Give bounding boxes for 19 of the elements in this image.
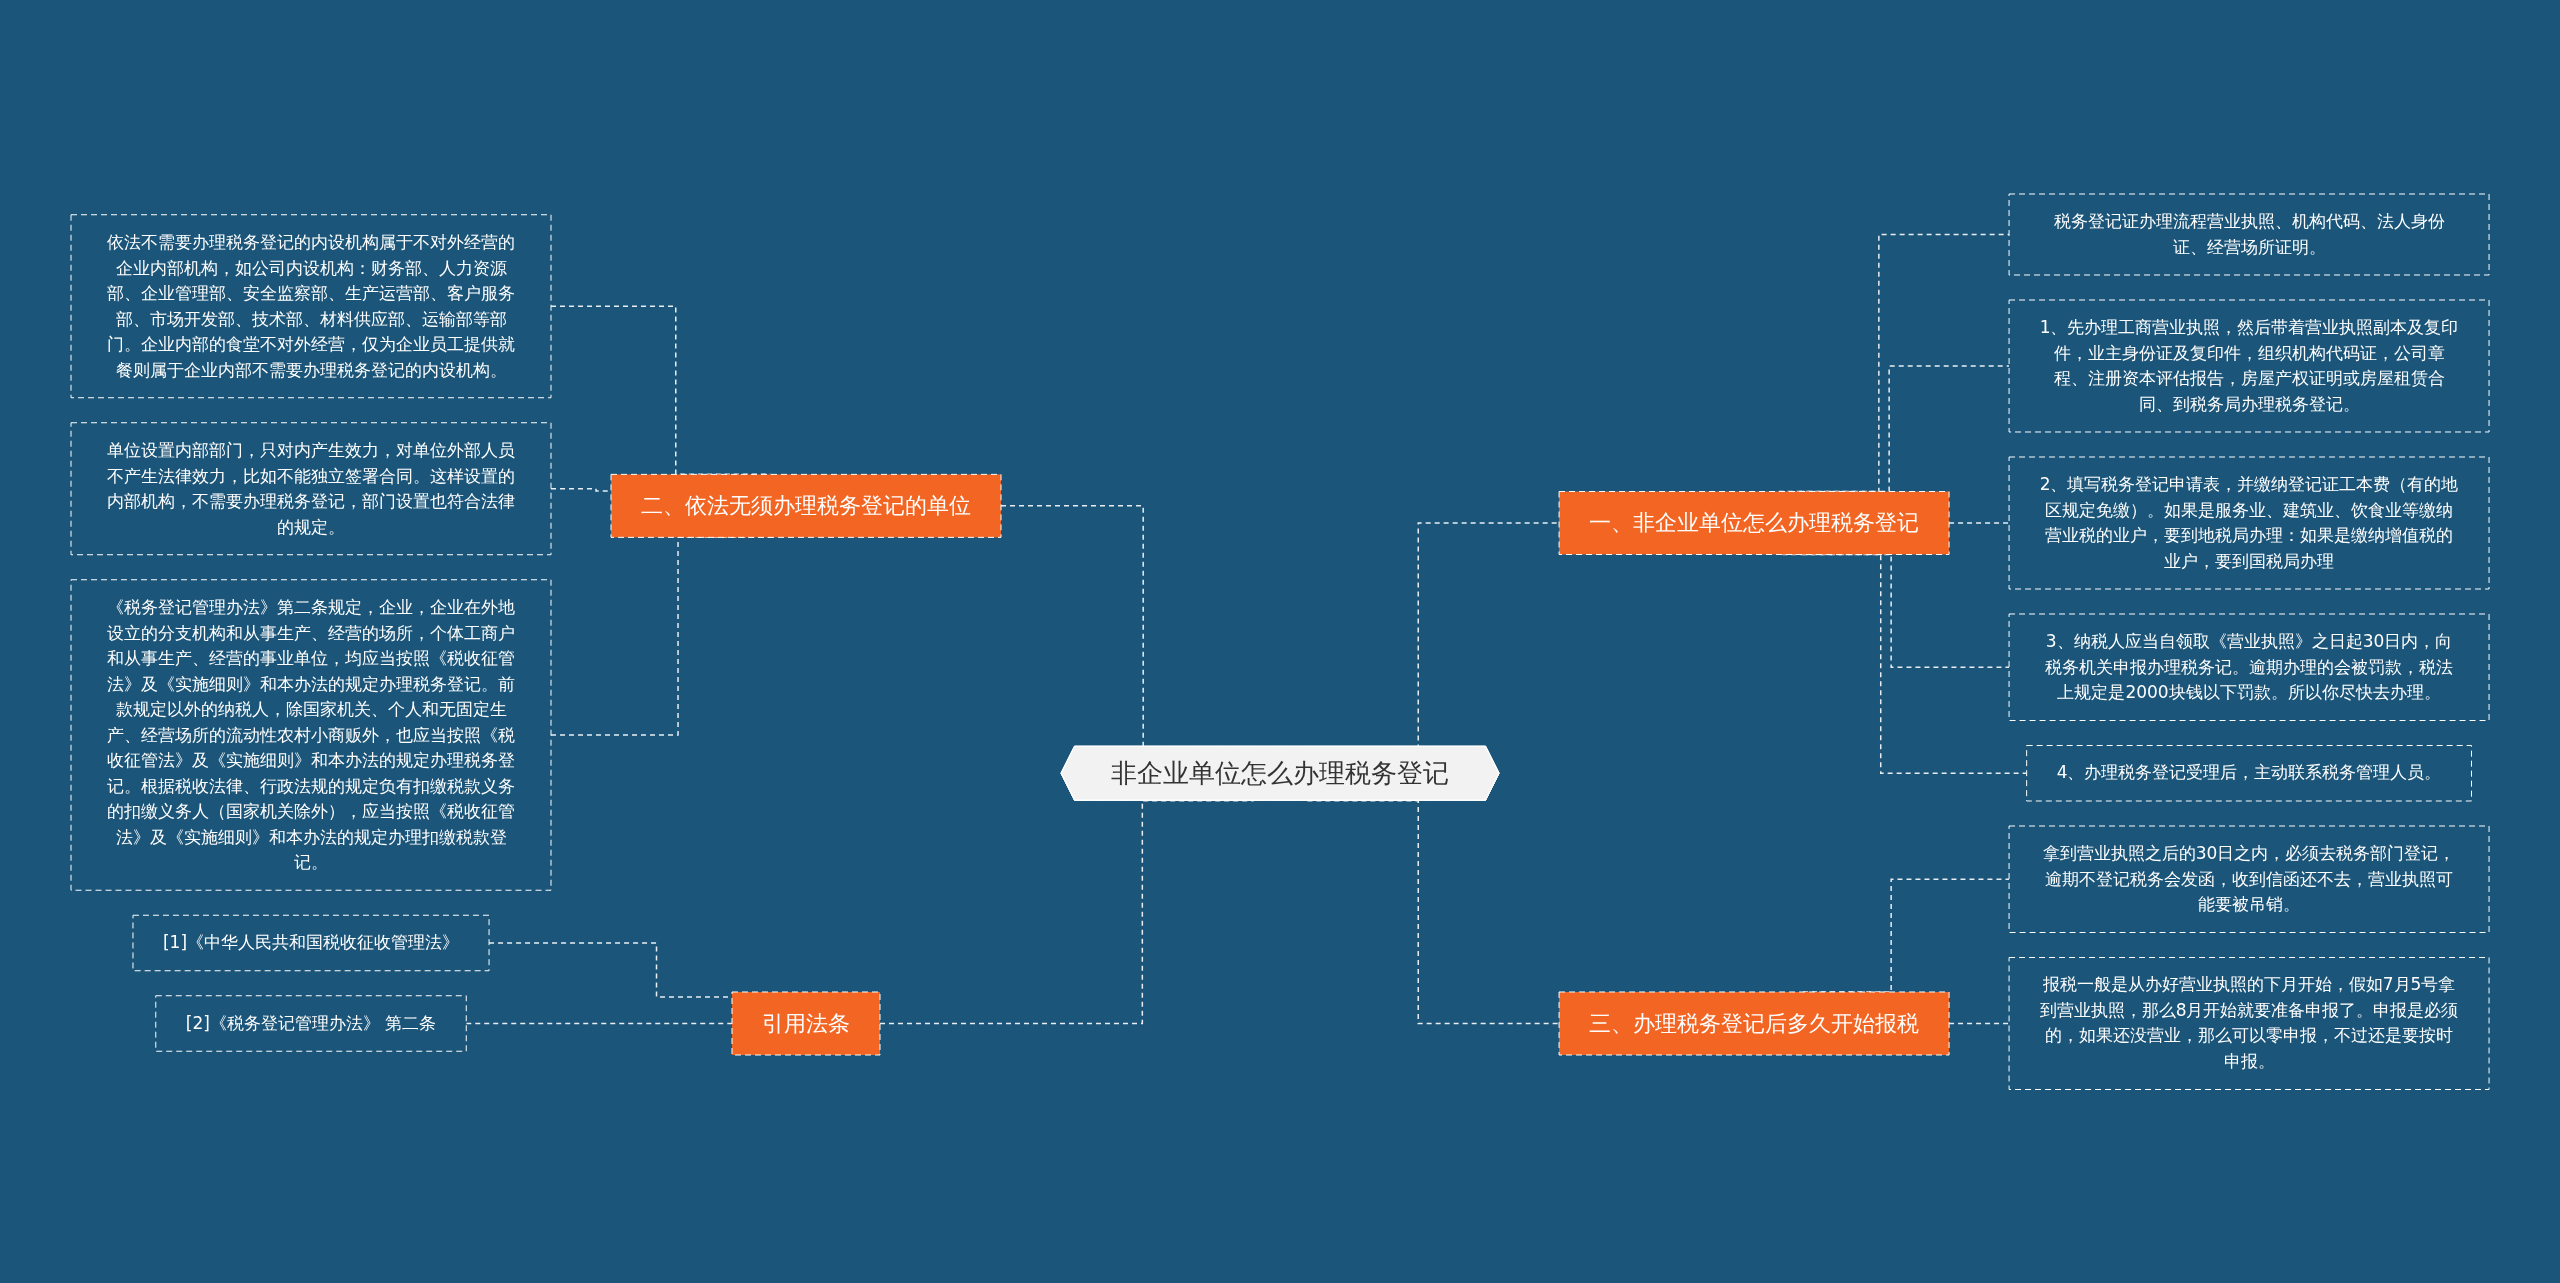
node-box: 1、先办理工商营业执照，然后带着营业执照副本及复印件，业主身份证及复印件，组织机构代码证，公司章程、注册资本评估报告，房屋产权证明或房屋租赁合同、到税务局办理税务登记。: [2008, 299, 2490, 433]
node-box: 一、非企业单位怎么办理税务登记: [1558, 490, 1950, 555]
node-box: 2、填写税务登记申请表，并缴纳登记证工本费（有的地区规定免缴）。如果是服务业、建筑业、饮食业等缴纳营业税的业户，要到地税局办理：如果是缴纳增值税的业户，要到国税局办理: [2008, 456, 2490, 590]
connector: [1948, 1022, 2010, 1024]
node-box: 报税一般是从办好营业执照的下月开始，假如7月5号拿到营业执照，那么8月开始就要准备申报了。申报是必须的，如果还没营业，那么可以零申报，不过还是要按时申报。: [2008, 956, 2490, 1090]
node-box: 单位设置内部部门，只对内产生效力，对单位外部人员不产生法律效力，比如不能独立签署合同。这样设置的内部机构，不需要办理税务登记，部门设置也符合法律的规定。: [70, 422, 552, 555]
connector: [465, 1022, 733, 1024]
node-box: 4、办理税务登记受理后，主动联系税务管理人员。: [2026, 744, 2472, 802]
node-box: 三、办理税务登记后多久开始报税: [1558, 991, 1950, 1056]
node-box: [1]《中华人民共和国税收征收管理法》: [132, 914, 490, 971]
node-box: 二、依法无须办理税务登记的单位: [610, 473, 1002, 538]
node-box: 《税务登记管理办法》第二条规定，企业，企业在外地设立的分支机构和从事生产、经营的场所，个体工商户和从事生产、经营的事业单位，均应当按照《税收征管法》及《实施细则》和本办法的规定办理税务登记。前款规定以外的纳税人，除国家机关、个人和无固定生产、经营场所的流动性农村小商贩外，也应当按照《税收征管法》及《实施细则》和本办法的规定办理税务登记。根据税收法律、行政法规的规定负有扣缴税款义务的扣缴义务人（国家机关除外），应当按照《税收征管法》及《实施细则》和本办法的规定办理扣缴税款登记。: [70, 579, 552, 891]
node-box: 依法不需要办理税务登记的内设机构属于不对外经营的企业内部机构，如公司内设机构：财务部、人力资源部、企业管理部、安全监察部、生产运营部、客户服务部、市场开发部、技术部、材料供应部、运输部等部门。企业内部的食堂不对外经营，仅为企业员工提供就餐则属于企业内部不需要办理税务登记的内设机构。: [70, 214, 552, 398]
node-box: 拿到营业执照之后的30日之内，必须去税务部门登记，逾期不登记税务会发函，收到信函还不去，营业执照可能要被吊销。: [2008, 825, 2490, 933]
node-box: 税务登记证办理流程营业执照、机构代码、法人身份证、经营场所证明。: [2008, 193, 2490, 276]
node-box: [2]《税务登记管理办法》 第二条: [155, 995, 467, 1052]
node-box: 3、纳税人应当自领取《营业执照》之日起30日内，向税务机关申报办理税务记。逾期办理的会被罚款，税法上规定是2000块钱以下罚款。所以你尽快去办理。: [2008, 613, 2490, 721]
node-box: 引用法条: [731, 991, 881, 1056]
connector: [1948, 522, 2010, 524]
